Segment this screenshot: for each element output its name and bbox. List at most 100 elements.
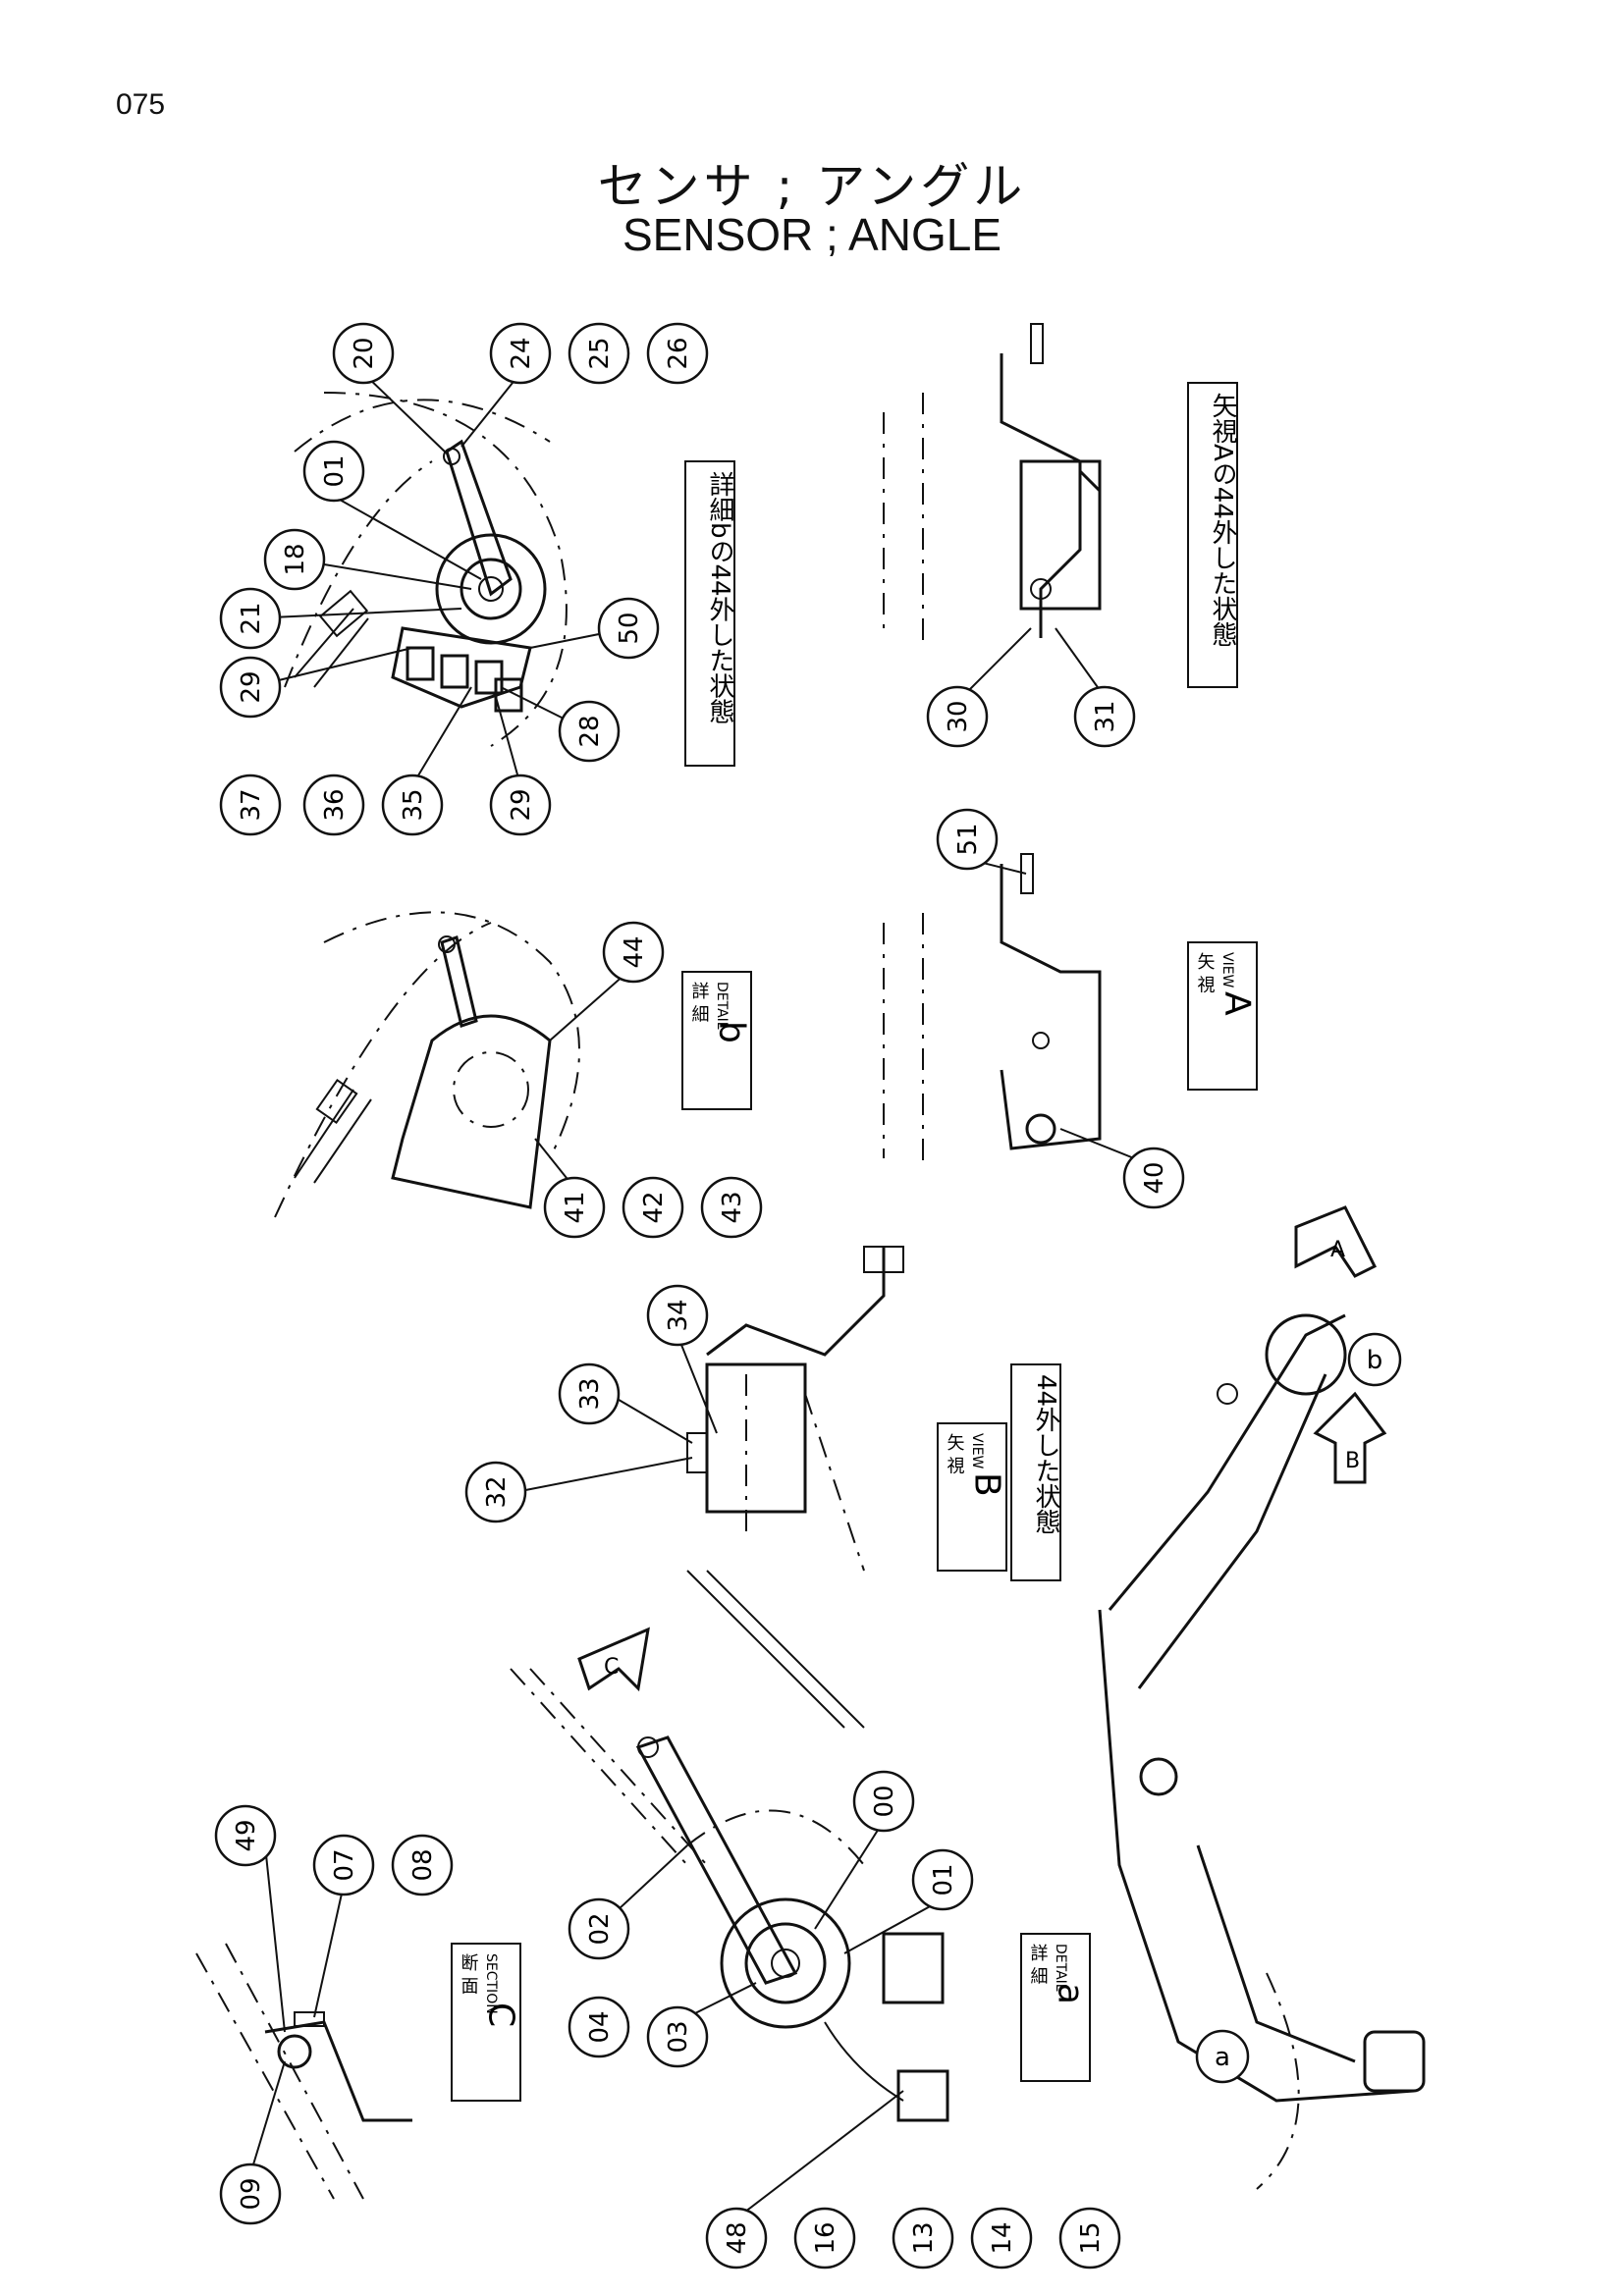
callout-circle	[911, 1848, 974, 1911]
callout-bubble: 00	[852, 1770, 915, 1833]
label-section-c-letter: C	[481, 2002, 521, 2027]
callout-bubble: 26	[646, 322, 709, 385]
label-detail-b-removed-text: 詳細bの44外した状態	[705, 471, 734, 724]
callout-number: 02	[585, 1912, 615, 1945]
callout-bubble: 41	[543, 1176, 606, 1239]
callout-number: 30	[944, 700, 973, 732]
view-a-installed	[883, 853, 1102, 1168]
callout-circle	[646, 1284, 709, 1347]
label-detail-a-letter: a	[1051, 1983, 1091, 2004]
callout-circle	[558, 1362, 621, 1425]
callout-bubble: 44	[602, 921, 665, 984]
callout-number: 48	[723, 2221, 752, 2254]
callout-number: 26	[664, 337, 693, 369]
callout-circle	[568, 1897, 630, 1960]
callout-number: 18	[281, 543, 310, 575]
detail-b-cover-view	[274, 911, 580, 1218]
label-view-a-removed: 矢視Aの44外した状態	[1187, 382, 1238, 688]
callout-circle	[646, 322, 709, 385]
callout-circle	[302, 440, 365, 503]
label-view-b-jp: 矢 視	[945, 1433, 965, 1475]
callout-number: 44	[620, 935, 649, 968]
callout-bubble: 43	[700, 1176, 763, 1239]
callout-circle	[936, 808, 999, 871]
label-view-a-jp: 矢 視	[1195, 952, 1216, 994]
label-detail-a: 詳 細 DETAIL a	[1020, 1933, 1091, 2082]
callout-circle	[970, 2207, 1033, 2269]
marker-b-label: b	[1367, 1346, 1383, 1375]
callout-bubble: 51	[936, 808, 999, 871]
callout-circle	[543, 1176, 606, 1239]
callout-number: 15	[1076, 2221, 1106, 2254]
arrow-c-label: C	[604, 1655, 619, 1680]
callout-number: 41	[561, 1191, 590, 1223]
callout-circle	[219, 2163, 282, 2225]
label-detail-a-jp: 詳 細	[1028, 1944, 1049, 1985]
callout-bubble: 13	[892, 2207, 954, 2269]
callout-number: 04	[585, 2010, 615, 2043]
callout-bubble: 02	[568, 1897, 630, 1960]
callout-number: 00	[870, 1785, 899, 1817]
label-view-a-en: VIEW	[1219, 952, 1235, 988]
callout-bubble: 33	[558, 1362, 621, 1425]
callout-number: 29	[507, 788, 536, 821]
callout-bubble: 35	[381, 774, 444, 836]
callout-bubble: 34	[646, 1284, 709, 1347]
callout-number: 33	[575, 1377, 605, 1410]
callout-number: 49	[232, 1819, 261, 1851]
callout-number: 25	[585, 337, 615, 369]
callout-number: 01	[929, 1863, 958, 1896]
arrow-c-icon	[577, 1627, 650, 1692]
arrow-b-label: B	[1345, 1449, 1360, 1473]
callout-circle	[622, 1176, 684, 1239]
callout-bubble: 16	[793, 2207, 856, 2269]
callout-bubble: 37	[219, 774, 282, 836]
callout-bubble: 36	[302, 774, 365, 836]
callout-bubble: 08	[391, 1834, 454, 1896]
section-c-view	[195, 1943, 412, 2200]
callout-bubble: 18	[263, 528, 326, 591]
callout-bubble: 24	[489, 322, 552, 385]
callout-bubble: 29	[219, 656, 282, 719]
label-view-b-letter: B	[967, 1472, 1007, 1497]
arrow-a-icon	[1294, 1205, 1378, 1278]
view-a-removed	[883, 323, 1102, 648]
callout-number: 34	[664, 1299, 693, 1331]
callout-circle	[302, 774, 365, 836]
callout-number: 13	[909, 2221, 939, 2254]
label-view-a-letter: A	[1218, 991, 1258, 1016]
title-english: SENSOR ; ANGLE	[622, 209, 1001, 260]
callout-circle	[312, 1834, 375, 1896]
direction-arrows: A B C	[577, 1205, 1387, 1692]
callout-bubble: 14	[970, 2207, 1033, 2269]
callout-bubble: 28	[558, 700, 621, 763]
marker-a	[1195, 2029, 1250, 2084]
callout-circle	[558, 700, 621, 763]
sensor-assembly-top-left	[284, 392, 568, 747]
callout-bubble: 04	[568, 1996, 630, 2058]
callout-number: 16	[811, 2221, 840, 2254]
callout-number: 21	[237, 602, 266, 634]
callout-circle	[1058, 2207, 1121, 2269]
callout-number: 01	[320, 454, 350, 487]
callout-circle	[892, 2207, 954, 2269]
label-detail-b-jp: 詳 細	[689, 982, 710, 1023]
callout-circle	[391, 1834, 454, 1896]
main-sensor-view	[510, 1570, 949, 2122]
excavator-boom	[1098, 1313, 1426, 2190]
callout-bubble: 42	[622, 1176, 684, 1239]
callout-circle	[926, 685, 989, 748]
callout-bubble: 50	[597, 597, 660, 660]
callout-circle	[700, 1176, 763, 1239]
callout-number: 24	[507, 337, 536, 369]
label-detail-b-letter: b	[712, 1021, 752, 1043]
arrow-a-label: A	[1330, 1238, 1345, 1262]
callout-circle	[602, 921, 665, 984]
callout-bubble: 30	[926, 685, 989, 748]
callout-bubble: 07	[312, 1834, 375, 1896]
label-detail-b-en: DETAIL	[714, 982, 730, 1030]
label-view-b: 矢 視 VIEW B	[937, 1422, 1007, 1572]
callout-circle	[568, 1996, 630, 2058]
